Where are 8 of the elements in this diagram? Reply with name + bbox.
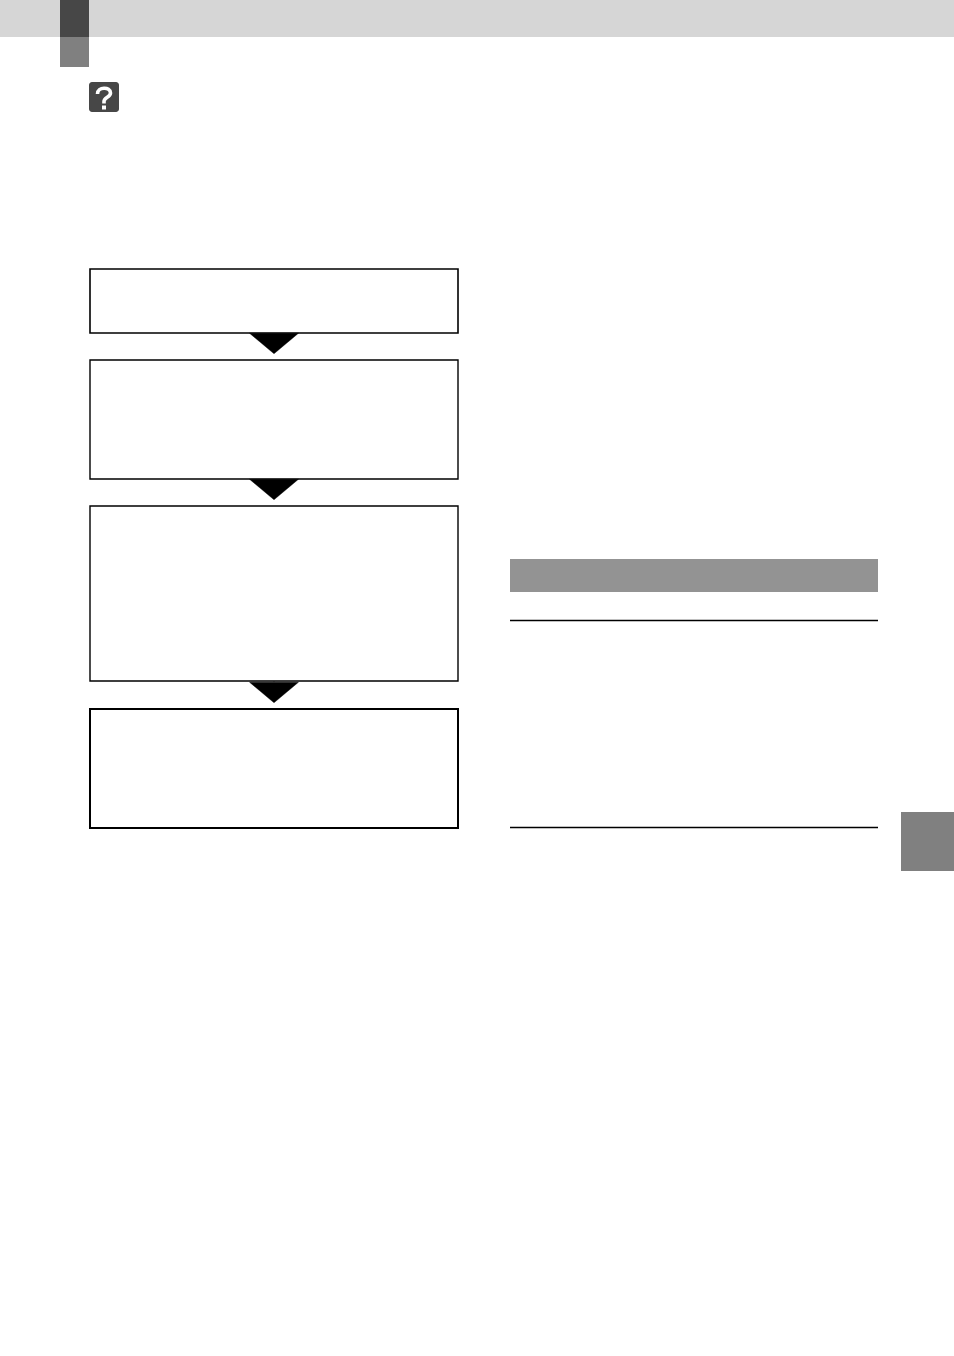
process-box [89, 359, 459, 480]
process-box [89, 505, 459, 682]
arrow [249, 332, 299, 354]
process-box [89, 268, 459, 334]
process-box [89, 708, 459, 829]
heading-bar [510, 559, 878, 592]
arrow [249, 680, 299, 703]
arrow [249, 478, 299, 500]
